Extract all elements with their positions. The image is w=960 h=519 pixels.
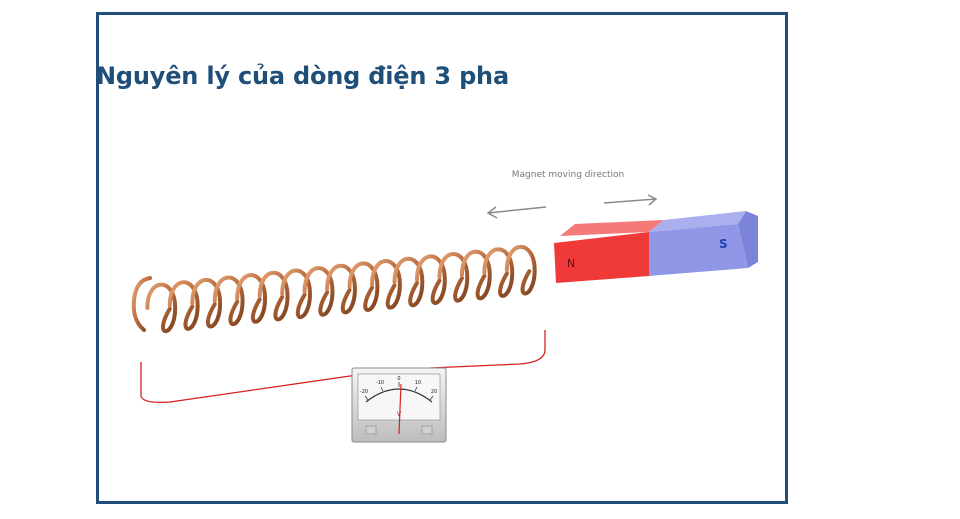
copper-coil — [131, 244, 547, 366]
voltmeter: -20 -10 0 10 20 V — [351, 367, 447, 443]
bar-magnet: N S — [554, 211, 758, 283]
meter-label-10: 10 — [415, 380, 421, 386]
coil-turn — [235, 273, 268, 324]
magnet-north-top — [560, 220, 664, 236]
coil-turn — [504, 244, 537, 296]
meter-needle — [398, 383, 402, 435]
coil-turn — [212, 275, 245, 327]
meter-face — [357, 373, 441, 421]
coil-turn — [370, 259, 402, 310]
circuit-wire — [140, 330, 546, 404]
coil-turn — [482, 247, 515, 298]
meter-terminal-right — [421, 425, 433, 435]
coil-turn — [190, 277, 223, 329]
coil-turn — [392, 256, 425, 308]
meter-terminal-left — [365, 425, 377, 435]
coil-turn — [459, 249, 492, 301]
coil-turn — [280, 268, 312, 320]
coil-turn — [347, 261, 380, 313]
coil-turn — [414, 254, 447, 305]
slide-title: Nguyên lý của dòng điện 3 pha — [96, 62, 509, 90]
coil-turn — [145, 282, 178, 334]
magnet-north-label: N — [567, 257, 575, 270]
meter-label-20: 20 — [431, 389, 437, 395]
magnet-south-label: S — [719, 237, 728, 251]
right-arrow-icon — [603, 194, 658, 206]
coil-turn — [437, 252, 470, 303]
direction-label: Magnet moving direction — [512, 170, 624, 180]
coil-turn — [257, 270, 290, 322]
meter-scale-labels: -20 -10 0 10 20 — [360, 376, 437, 395]
meter-scale-ticks — [364, 382, 434, 401]
coil-turn — [302, 266, 335, 317]
meter-unit-label: V — [397, 411, 402, 418]
magnet-end-face — [738, 211, 758, 268]
magnet-south-top — [649, 211, 746, 232]
meter-label-neg10: -10 — [376, 380, 384, 386]
meter-scale-arc — [365, 388, 433, 403]
meter-label-0: 0 — [397, 376, 400, 382]
magnet-south-pole — [649, 224, 748, 276]
magnet-north-pole — [554, 232, 649, 283]
coil-turn — [167, 280, 200, 331]
left-arrow-icon — [486, 206, 547, 219]
coil-turn — [325, 263, 357, 315]
meter-label-neg20: -20 — [360, 389, 368, 395]
